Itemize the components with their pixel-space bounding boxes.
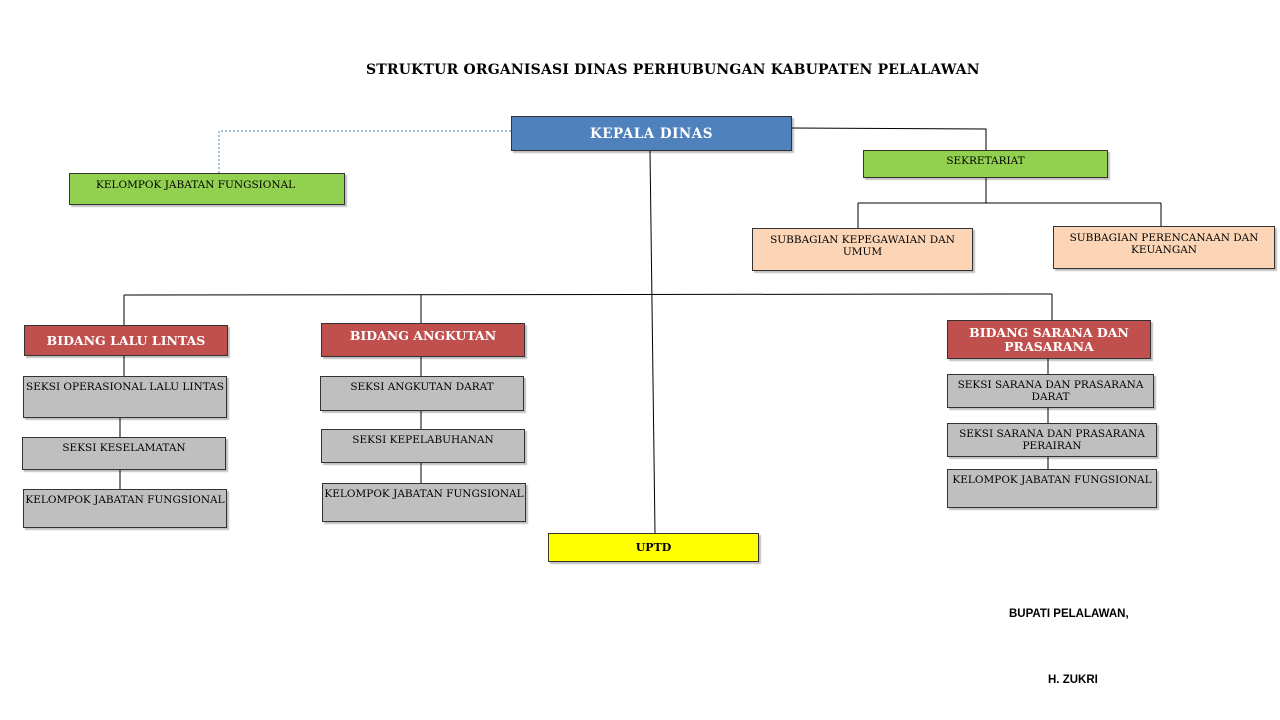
uptd-box: UPTD: [548, 533, 759, 562]
functional-group-box: KELOMPOK JABATAN FUNGSIONAL: [69, 173, 345, 205]
section-box: SEKSI KEPELABUHANAN: [321, 429, 525, 463]
section-box: KELOMPOK JABATAN FUNGSIONAL: [947, 469, 1157, 508]
head-of-agency-box: KEPALA DINAS: [511, 116, 792, 151]
subsection-planning-box: SUBBAGIAN PERENCANAAN DAN KEUANGAN: [1053, 226, 1275, 269]
division-transport-box: BIDANG ANGKUTAN: [321, 323, 525, 357]
section-box: SEKSI SARANA DAN PRASARANA DARAT: [947, 374, 1154, 408]
section-box: SEKSI KESELAMATAN: [22, 437, 226, 470]
secretariat-box: SEKRETARIAT: [863, 150, 1108, 178]
division-infrastructure-box: BIDANG SARANA DAN PRASARANA: [947, 320, 1151, 359]
signature-name: H. ZUKRI: [1048, 674, 1098, 686]
signature-title: BUPATI PELALAWAN,: [1009, 608, 1129, 620]
subsection-personnel-box: SUBBAGIAN KEPEGAWAIAN DAN UMUM: [752, 228, 973, 271]
division-traffic-box: BIDANG LALU LINTAS: [24, 325, 228, 356]
section-box: KELOMPOK JABATAN FUNGSIONAL: [23, 489, 227, 528]
section-box: SEKSI ANGKUTAN DARAT: [320, 376, 524, 411]
section-box: KELOMPOK JABATAN FUNGSIONAL: [322, 483, 526, 522]
chart-title: STRUKTUR ORGANISASI DINAS PERHUBUNGAN KA…: [366, 62, 980, 78]
section-box: SEKSI OPERASIONAL LALU LINTAS: [23, 376, 227, 418]
section-box: SEKSI SARANA DAN PRASARANA PERAIRAN: [947, 423, 1157, 457]
